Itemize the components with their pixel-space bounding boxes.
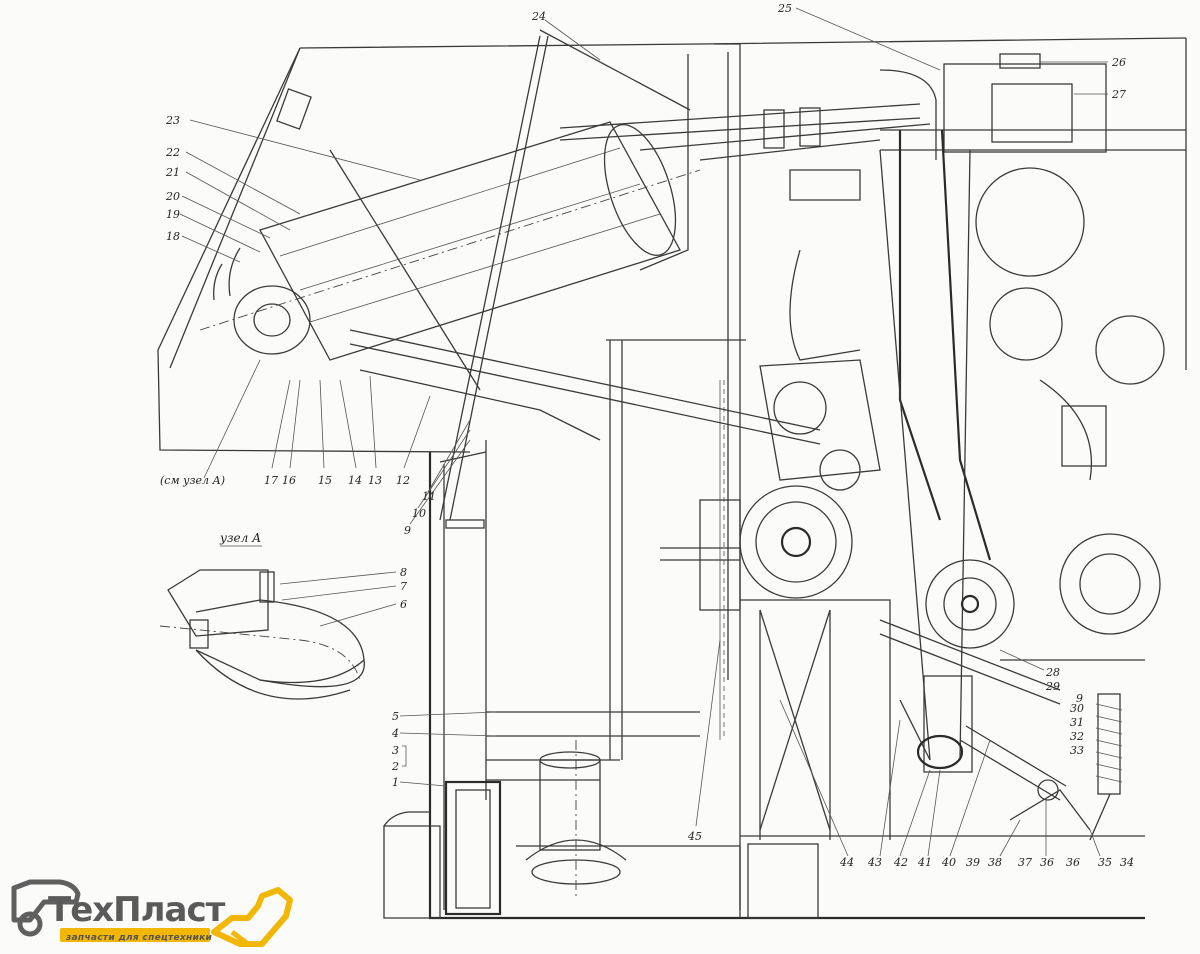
label-28: 28 — [1045, 666, 1060, 679]
label-19: 19 — [166, 208, 180, 221]
label-9-mid: 9 — [404, 524, 411, 537]
label-21: 21 — [165, 166, 180, 179]
label-38: 38 — [988, 856, 1002, 869]
label-34: 34 — [1120, 856, 1134, 869]
logo-name: ТехПласт — [48, 890, 225, 930]
label-4: 4 — [391, 727, 399, 740]
leader-lines — [179, 7, 1108, 857]
label-23: 23 — [165, 114, 180, 127]
label-32: 32 — [1070, 730, 1084, 743]
node-a-detail — [159, 545, 365, 700]
label-42: 42 — [893, 856, 908, 869]
label-24: 24 — [531, 10, 546, 23]
pulleys — [660, 449, 1161, 649]
node-a-title: узел А — [219, 531, 261, 545]
label-40: 40 — [941, 856, 956, 869]
label-16: 16 — [282, 474, 296, 487]
label-8: 8 — [400, 566, 407, 579]
label-10: 10 — [412, 507, 426, 520]
label-11: 11 — [422, 490, 436, 503]
label-37: 37 — [1018, 856, 1032, 869]
label-13: 13 — [368, 474, 382, 487]
part-labels: 23 22 21 20 19 18 (см узел А) 17 16 15 1… — [160, 2, 1134, 869]
label-43: 43 — [867, 856, 882, 869]
air-filter-assembly — [199, 121, 701, 361]
label-41: 41 — [917, 856, 932, 869]
label-31: 31 — [1070, 716, 1084, 729]
drive-belts — [879, 129, 992, 761]
label-14: 14 — [348, 474, 362, 487]
label-6: 6 — [400, 598, 407, 611]
logo-tagline: запчасти для спецтехники — [66, 933, 213, 943]
engine-block — [759, 53, 1186, 481]
label-45: 45 — [687, 830, 702, 843]
label-39: 39 — [966, 856, 980, 869]
housing-outline — [157, 37, 1187, 453]
label-15: 15 — [318, 474, 332, 487]
ref-note-node-a: (см узел А) — [160, 474, 225, 487]
label-9-right: 9 — [1076, 692, 1083, 705]
label-26: 26 — [1111, 56, 1126, 69]
label-3: 3 — [392, 744, 399, 757]
logo-tagline-bar — [60, 928, 210, 942]
label-1: 1 — [392, 776, 399, 789]
label-35: 35 — [1098, 856, 1112, 869]
label-2: 2 — [391, 760, 399, 773]
label-18: 18 — [166, 230, 180, 243]
label-17: 17 — [264, 474, 278, 487]
label-25: 25 — [777, 2, 792, 15]
vertical-pipes — [606, 43, 746, 910]
label-27: 27 — [1111, 88, 1126, 101]
tensioner — [916, 675, 1123, 841]
techplast-logo-mark — [11, 879, 293, 947]
intake-pipes — [559, 69, 937, 161]
label-36a: 36 — [1040, 856, 1054, 869]
lower-frame — [740, 599, 1145, 919]
stay-rods — [329, 29, 821, 521]
label-20: 20 — [165, 190, 180, 203]
excavator-left-icon — [11, 879, 81, 923]
label-22: 22 — [165, 146, 180, 159]
label-36b: 36 — [1066, 856, 1080, 869]
label-29: 29 — [1045, 680, 1060, 693]
label-33: 33 — [1070, 744, 1084, 757]
label-12: 12 — [396, 474, 410, 487]
excavator-arm-icon — [211, 887, 293, 947]
label-44: 44 — [839, 856, 854, 869]
label-7: 7 — [400, 580, 407, 593]
label-30: 30 — [1070, 702, 1084, 715]
label-5: 5 — [392, 710, 399, 723]
sediment-bowl — [516, 740, 741, 918]
